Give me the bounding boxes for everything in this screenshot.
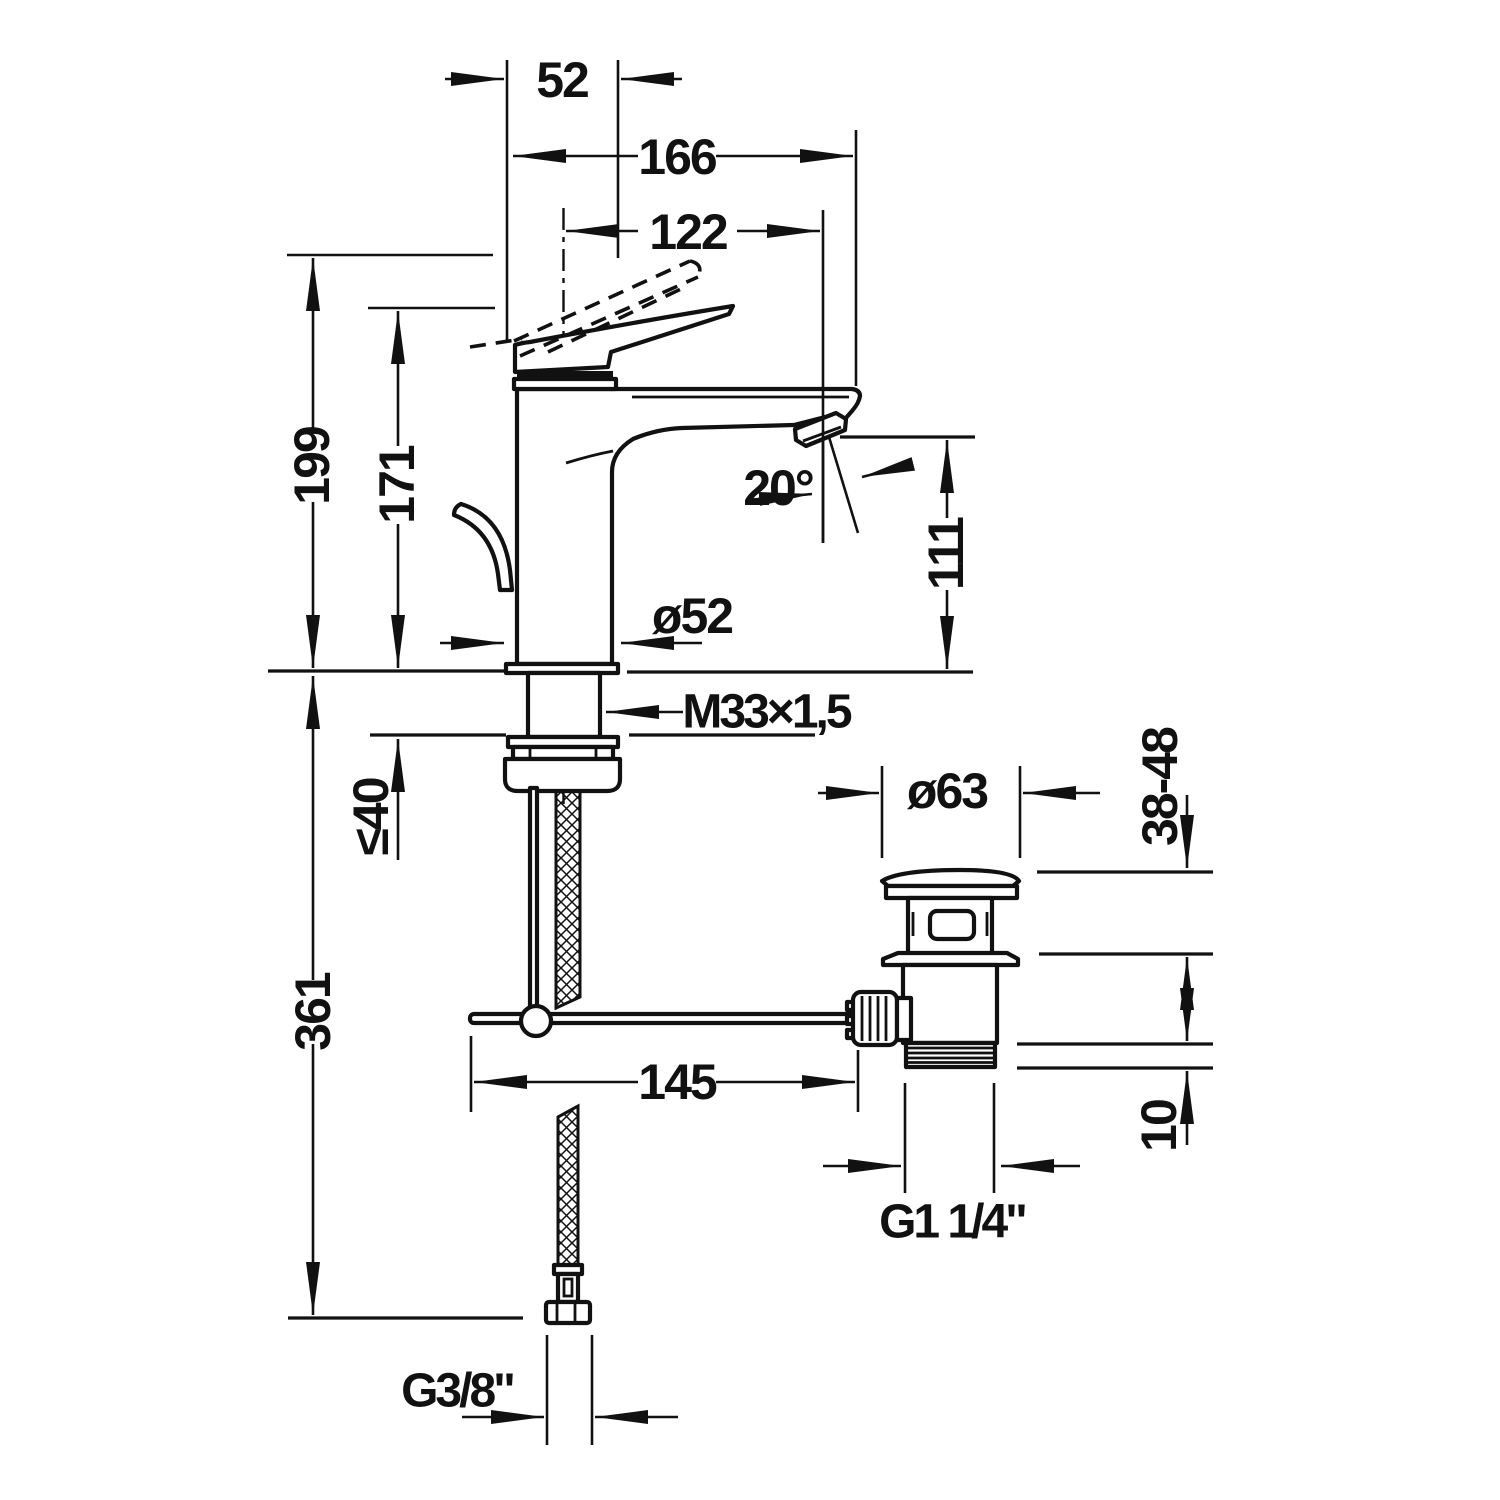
- drain-column: [900, 962, 1000, 1046]
- dim-outlet-height-label: 111: [918, 517, 974, 590]
- hose-end-fitting: [543, 1262, 593, 1326]
- drain-overflow-hole: [927, 908, 977, 942]
- supply-hose-upper: [554, 789, 582, 1011]
- faucet-handle-raised-dashed: [469, 259, 702, 358]
- mounting-nut: [502, 756, 623, 794]
- drain-thread-section: [903, 1040, 998, 1070]
- body-cap-band: [511, 376, 619, 392]
- dim-spout-reach-label: 122: [649, 204, 727, 260]
- dim-drain-thread-label: G1 1/4": [879, 1196, 1025, 1249]
- spout-surface-curve: [565, 449, 614, 465]
- dim-drain-adjust-range-label: 38-48: [1132, 727, 1188, 846]
- dim-max-counter-thickness-label: ≤40: [343, 778, 399, 855]
- dim-total-height-label: 199: [284, 427, 340, 505]
- pull-rod-ball-joint: [518, 1003, 554, 1039]
- threaded-shank: [525, 670, 603, 740]
- dim-mount-thread-label: M33×1,5: [682, 686, 851, 739]
- dimension-labels: 52 166 122 199 171 111 20° ø52 M33×1,5 ≤…: [284, 52, 1188, 1418]
- extension-lines: [287, 60, 1022, 1445]
- dim-drain-flange-diameter-label: ø63: [907, 763, 987, 819]
- pop-up-drain: [844, 867, 1022, 1070]
- faucet: [451, 208, 863, 1326]
- aerator-outlet: [792, 410, 849, 449]
- pull-rod-vertical: [527, 785, 540, 1011]
- faucet-body-and-spout: [514, 386, 863, 667]
- lift-rod-knob: [451, 501, 515, 593]
- dim-hose-length-label: 361: [285, 972, 341, 1051]
- drain-seal-flange: [880, 950, 1021, 968]
- dim-body-width-label: 52: [536, 52, 588, 108]
- dim-base-diameter-label: ø52: [652, 588, 732, 644]
- supply-hose-lower: [556, 1103, 580, 1267]
- handle-joint-band: [517, 371, 613, 380]
- dim-supply-thread-label: G3/8": [401, 1365, 513, 1418]
- reference-lines: [268, 435, 1213, 1320]
- dimension-lines: [306, 72, 1194, 1424]
- drain-knurled-nut: [844, 989, 914, 1048]
- drain-cap: [879, 867, 1022, 889]
- dim-drain-thread-length-label: 10: [1131, 1100, 1187, 1152]
- dim-rod-reach-label: 145: [638, 1054, 717, 1110]
- dim-spray-angle-label: 20°: [743, 460, 813, 516]
- dim-spout-tip-height-label: 171: [369, 445, 425, 524]
- dim-spout-projection-label: 166: [638, 129, 716, 185]
